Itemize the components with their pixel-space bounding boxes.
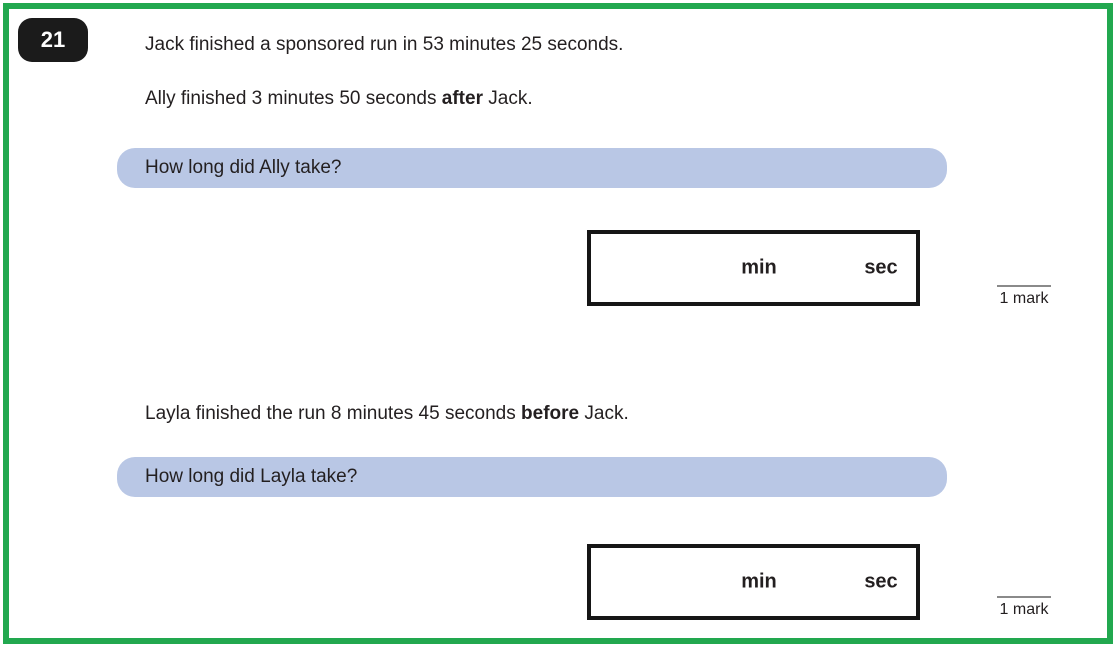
- statement-layla-post: Jack.: [579, 403, 629, 424]
- mark-line: [997, 596, 1051, 598]
- statement-layla-pre: Layla finished the run 8 minutes 45 seco…: [145, 403, 522, 424]
- statement-ally-post: Jack.: [482, 88, 533, 109]
- mark-label: 1 mark: [999, 601, 1049, 618]
- mark-label: 1 mark: [999, 290, 1049, 307]
- layla-answer-box[interactable]: min sec: [587, 544, 920, 620]
- sec-label: sec: [864, 570, 898, 593]
- prompt-ally-text: How long did Ally take?: [145, 157, 342, 178]
- mark-line: [997, 285, 1051, 287]
- prompt-layla-text: How long did Layla take?: [145, 466, 358, 487]
- ally-answer-box[interactable]: min sec: [587, 230, 920, 306]
- prompt-banner-ally: How long did Ally take?: [117, 148, 947, 188]
- statement-ally-pre: Ally finished 3 minutes 50 seconds: [145, 88, 442, 109]
- sec-label: sec: [864, 256, 898, 279]
- prompt-banner-layla: How long did Layla take?: [117, 457, 947, 497]
- statement-jack: Jack finished a sponsored run in 53 minu…: [145, 34, 623, 56]
- question-number-badge: 21: [18, 18, 88, 62]
- statement-jack-text: Jack finished a sponsored run in 53 minu…: [145, 34, 624, 55]
- statement-layla: Layla finished the run 8 minutes 45 seco…: [145, 403, 629, 425]
- statement-layla-bold: before: [521, 403, 580, 424]
- statement-ally-bold: after: [441, 88, 483, 109]
- statement-ally: Ally finished 3 minutes 50 seconds after…: [145, 88, 533, 110]
- question-number: 21: [40, 27, 66, 52]
- min-label: min: [741, 256, 777, 279]
- min-label: min: [741, 570, 777, 593]
- mark-allocation-layla: 1 mark: [993, 596, 1055, 619]
- mark-allocation-ally: 1 mark: [993, 285, 1055, 308]
